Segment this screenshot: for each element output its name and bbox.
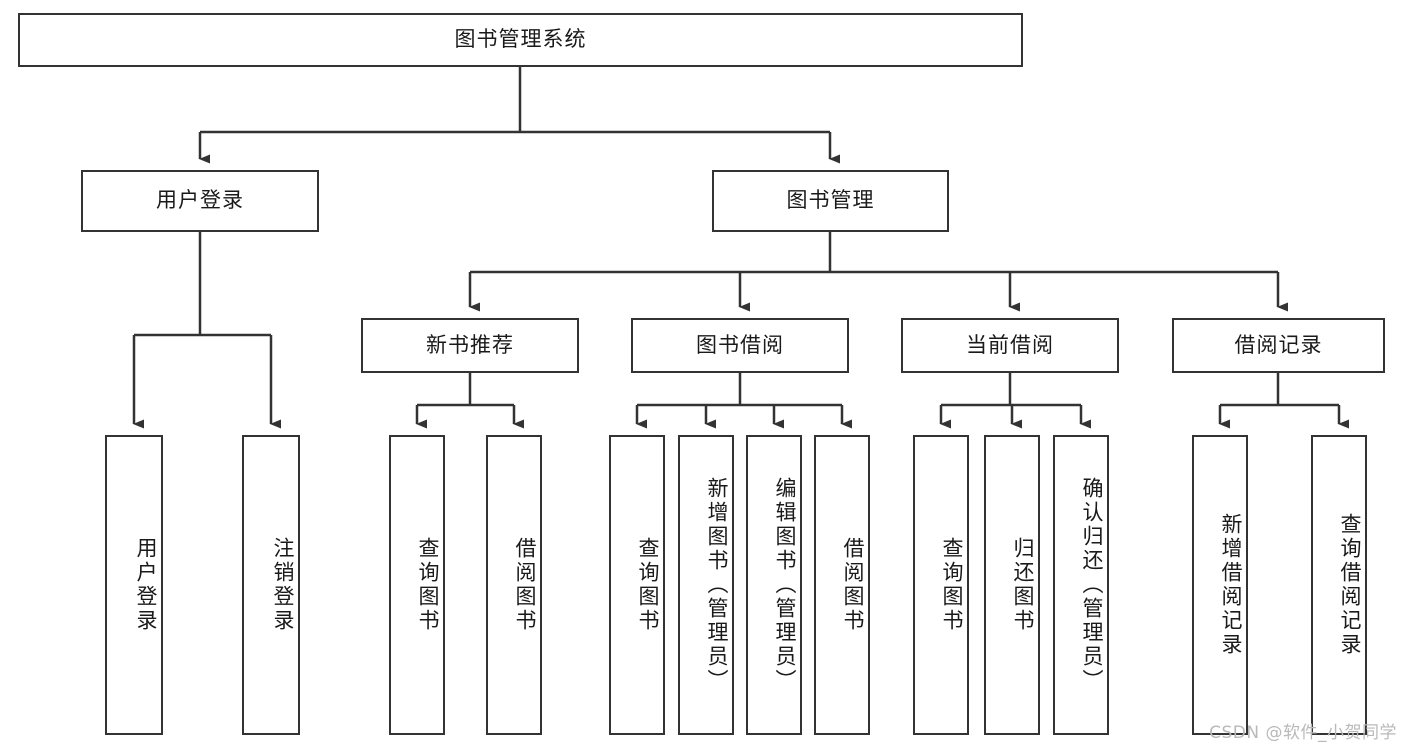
node-borrow-record-label: 借阅记录	[1234, 332, 1323, 357]
node-leaf-return-book-label: 归还图书	[1011, 537, 1035, 633]
node-leaf-borrow-book-1-label: 借阅图书	[513, 537, 537, 633]
node-book-borrow[interactable]: 图书借阅	[631, 318, 849, 373]
node-leaf-query-record[interactable]: 查询借阅记录	[1311, 435, 1367, 735]
node-leaf-query-book-2-label: 查询图书	[636, 537, 660, 633]
node-new-book-recommend-label: 新书推荐	[426, 332, 514, 357]
node-leaf-confirm-return[interactable]: 确认归还（管理员）	[1053, 435, 1109, 735]
node-leaf-query-record-label: 查询借阅记录	[1338, 513, 1362, 657]
node-user-login[interactable]: 用户登录	[81, 170, 319, 232]
node-current-borrow[interactable]: 当前借阅	[901, 318, 1119, 373]
node-leaf-add-book[interactable]: 新增图书（管理员）	[678, 435, 734, 735]
node-new-book-recommend[interactable]: 新书推荐	[361, 318, 579, 373]
node-leaf-add-record-label: 新增借阅记录	[1219, 513, 1243, 657]
node-leaf-user-login-label: 用户登录	[134, 537, 158, 633]
node-leaf-add-record[interactable]: 新增借阅记录	[1192, 435, 1248, 735]
csdn-watermark: CSDN @软件_小贺同学	[1209, 723, 1397, 743]
node-leaf-query-book-3[interactable]: 查询图书	[913, 435, 969, 735]
node-book-borrow-label: 图书借阅	[696, 332, 784, 357]
node-leaf-return-book[interactable]: 归还图书	[984, 435, 1040, 735]
node-root[interactable]: 图书管理系统	[18, 13, 1023, 67]
node-leaf-borrow-book-2-label: 借阅图书	[841, 537, 865, 633]
node-book-manage[interactable]: 图书管理	[712, 170, 949, 232]
node-root-label: 图书管理系统	[454, 27, 587, 52]
node-borrow-record[interactable]: 借阅记录	[1172, 318, 1385, 373]
node-leaf-logout-label: 注销登录	[271, 537, 295, 633]
node-current-borrow-label: 当前借阅	[966, 332, 1054, 357]
node-leaf-edit-book-label: 编辑图书（管理员）	[773, 477, 797, 693]
node-leaf-query-book-3-label: 查询图书	[940, 537, 964, 633]
node-leaf-logout[interactable]: 注销登录	[242, 435, 300, 735]
node-leaf-edit-book[interactable]: 编辑图书（管理员）	[746, 435, 802, 735]
node-leaf-add-book-label: 新增图书（管理员）	[705, 477, 729, 693]
node-user-login-label: 用户登录	[156, 188, 244, 213]
node-book-manage-label: 图书管理	[786, 188, 875, 213]
node-leaf-query-book-1-label: 查询图书	[416, 537, 440, 633]
node-leaf-query-book-1[interactable]: 查询图书	[389, 435, 445, 735]
node-leaf-borrow-book-2[interactable]: 借阅图书	[814, 435, 870, 735]
node-leaf-user-login[interactable]: 用户登录	[105, 435, 163, 735]
node-leaf-confirm-return-label: 确认归还（管理员）	[1080, 477, 1104, 693]
node-leaf-query-book-2[interactable]: 查询图书	[609, 435, 665, 735]
node-leaf-borrow-book-1[interactable]: 借阅图书	[486, 435, 542, 735]
